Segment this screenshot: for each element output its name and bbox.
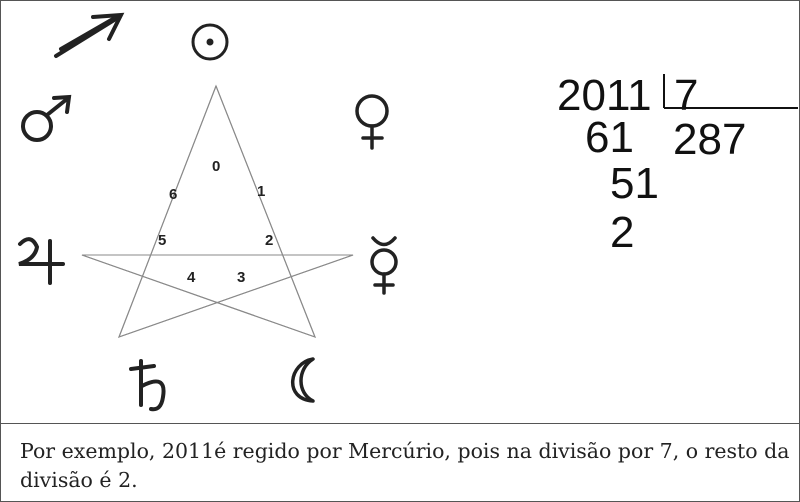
mercury-icon	[370, 236, 398, 295]
heptagram-lines	[81, 85, 354, 338]
heptagram-star	[81, 84, 354, 338]
mars-icon	[21, 94, 72, 142]
star-number-2: 2	[265, 232, 273, 249]
divisor: 7	[674, 71, 698, 120]
star-number-5: 5	[158, 232, 166, 249]
diagonal-arrow-icon	[54, 12, 125, 58]
star-number-4: 4	[187, 269, 196, 286]
diagram-svg: 0 1 2 3 4 5 6	[18, 12, 798, 412]
moon-icon	[291, 357, 315, 403]
venus-icon	[355, 94, 389, 150]
dividend: 2011	[557, 71, 652, 120]
saturn-icon	[129, 359, 166, 412]
star-number-0: 0	[212, 158, 220, 175]
figure-area: 0 1 2 3 4 5 6	[1, 1, 799, 423]
star-number-6: 6	[169, 186, 177, 203]
sun-icon	[191, 23, 229, 61]
quotient: 287	[673, 115, 746, 164]
caption-text: Por exemplo, 2011é regido por Mercúrio, …	[20, 439, 790, 492]
star-number-1: 1	[257, 183, 265, 200]
long-division: 2011 7 61 287 51 2	[557, 71, 798, 257]
jupiter-icon	[18, 237, 65, 285]
partial-remainder: 61	[585, 113, 634, 162]
star-number-3: 3	[237, 269, 245, 286]
caption-divider	[1, 423, 799, 424]
remainder: 2	[610, 208, 634, 257]
second-partial: 51	[610, 159, 659, 208]
